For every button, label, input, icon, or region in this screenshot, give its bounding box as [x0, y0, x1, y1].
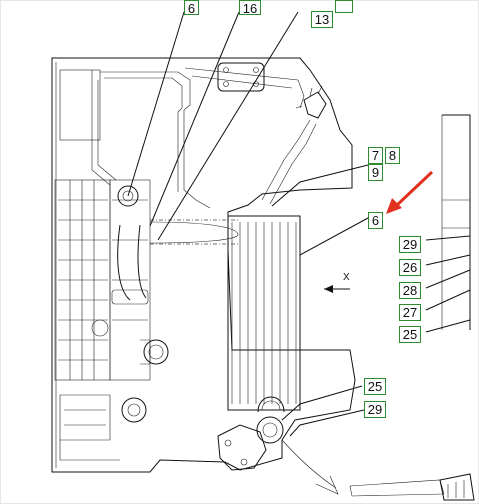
lower-pulley	[121, 397, 147, 423]
callout-7: 7	[368, 147, 383, 164]
callout-top-2: 16	[239, 0, 261, 16]
flow-arrow	[315, 475, 339, 495]
bottom-pump-body	[217, 424, 267, 471]
callout-28: 28	[399, 282, 421, 299]
right-frame	[442, 114, 471, 330]
callout-29-bottom: 29	[364, 401, 386, 418]
callout-top-1: 6	[184, 0, 199, 16]
callout-27: 27	[399, 304, 421, 321]
radiator-core	[227, 215, 301, 411]
connector-end	[439, 473, 475, 501]
callout-6: 6	[368, 212, 383, 229]
hose-clamp	[143, 339, 169, 365]
callout-9: 9	[368, 164, 383, 181]
upper-hose	[100, 71, 211, 209]
callout-29-right: 29	[399, 236, 421, 253]
x-axis-label: X	[343, 272, 350, 283]
callout-8: 8	[385, 147, 400, 164]
pump-housing	[256, 416, 284, 444]
expansion-tank-cap	[217, 62, 265, 92]
leader-lines	[127, 11, 471, 437]
callout-25-bottom: 25	[364, 378, 386, 395]
red-pointer-arrow	[386, 170, 434, 214]
callout-25-right: 25	[399, 326, 421, 343]
engine-block	[59, 69, 101, 141]
callout-13: 13	[311, 11, 333, 28]
callout-top-4	[335, 0, 353, 13]
mount-bracket	[303, 91, 327, 119]
x-axis-arrowhead	[324, 285, 333, 293]
pump-pulley	[117, 185, 139, 207]
callout-26: 26	[399, 259, 421, 276]
lower-hose	[117, 224, 131, 301]
